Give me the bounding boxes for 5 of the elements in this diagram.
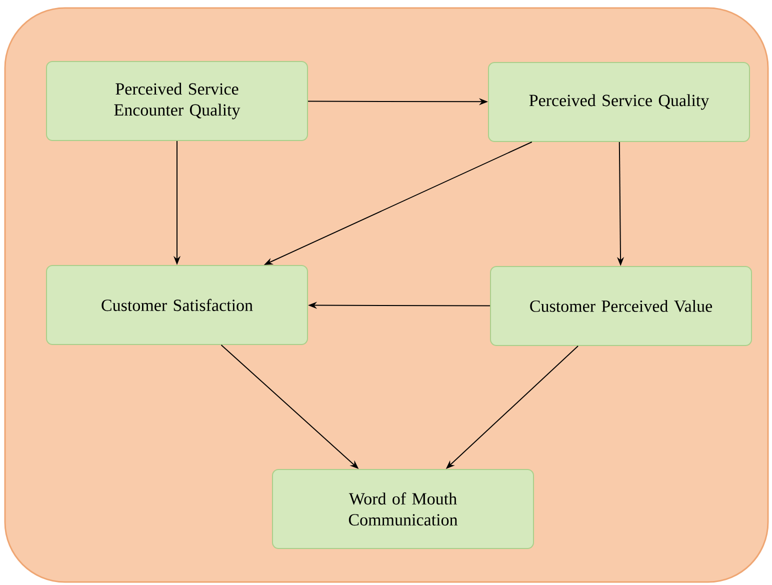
concept-box: Customer Satisfaction: [46, 265, 308, 345]
concept-box: Customer Perceived Value: [490, 266, 752, 346]
concept-box: Perceived Service Quality: [488, 62, 750, 142]
concept-box: Perceived Service Encounter Quality: [46, 61, 308, 141]
concept-box: Word of Mouth Communication: [272, 469, 534, 549]
